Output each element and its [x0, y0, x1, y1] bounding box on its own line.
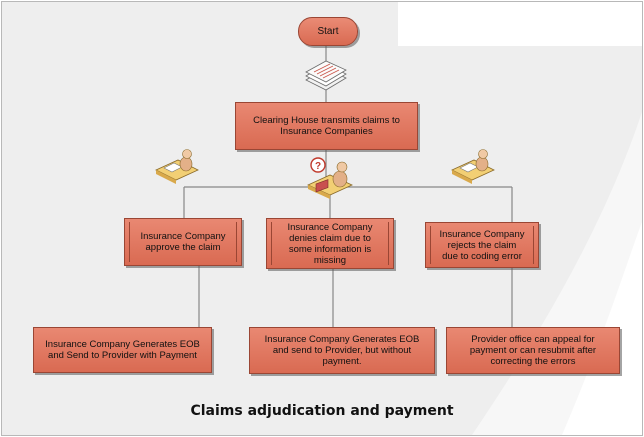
- clearing-house-node: Clearing House transmits claims to Insur…: [235, 102, 418, 150]
- reject-claim-node: Insurance Company rejects the claim due …: [425, 222, 539, 268]
- diagram-title: Claims adjudication and payment: [190, 403, 454, 419]
- person-at-desk-icon: [155, 149, 199, 184]
- eob-no-payment-node: Insurance Company Generates EOB and send…: [249, 327, 435, 374]
- person-question-icon: ?: [307, 157, 353, 199]
- approve-claim-node: Insurance Company approve the claim: [124, 218, 242, 266]
- eob-payment-label: Insurance Company Generates EOB and Send…: [45, 339, 200, 361]
- svg-text:?: ?: [315, 161, 321, 172]
- person-at-desk-icon: [451, 149, 495, 184]
- start-node: Start: [298, 17, 358, 46]
- eob-no-payment-label: Insurance Company Generates EOB and send…: [264, 334, 420, 367]
- eob-payment-node: Insurance Company Generates EOB and Send…: [33, 327, 212, 373]
- appeal-node: Provider office can appeal for payment o…: [446, 327, 620, 374]
- deny-claim-node: Insurance Company denies claim due to so…: [266, 218, 394, 269]
- start-label: Start: [317, 26, 339, 37]
- reject-claim-label: Insurance Company rejects the claim due …: [439, 228, 525, 262]
- document-stack-icon: [305, 60, 347, 91]
- clearing-house-label: Clearing House transmits claims to Insur…: [253, 115, 400, 137]
- approve-claim-label: Insurance Company approve the claim: [140, 231, 226, 253]
- deny-claim-label: Insurance Company denies claim due to so…: [287, 221, 373, 266]
- appeal-label: Provider office can appeal for payment o…: [469, 334, 597, 367]
